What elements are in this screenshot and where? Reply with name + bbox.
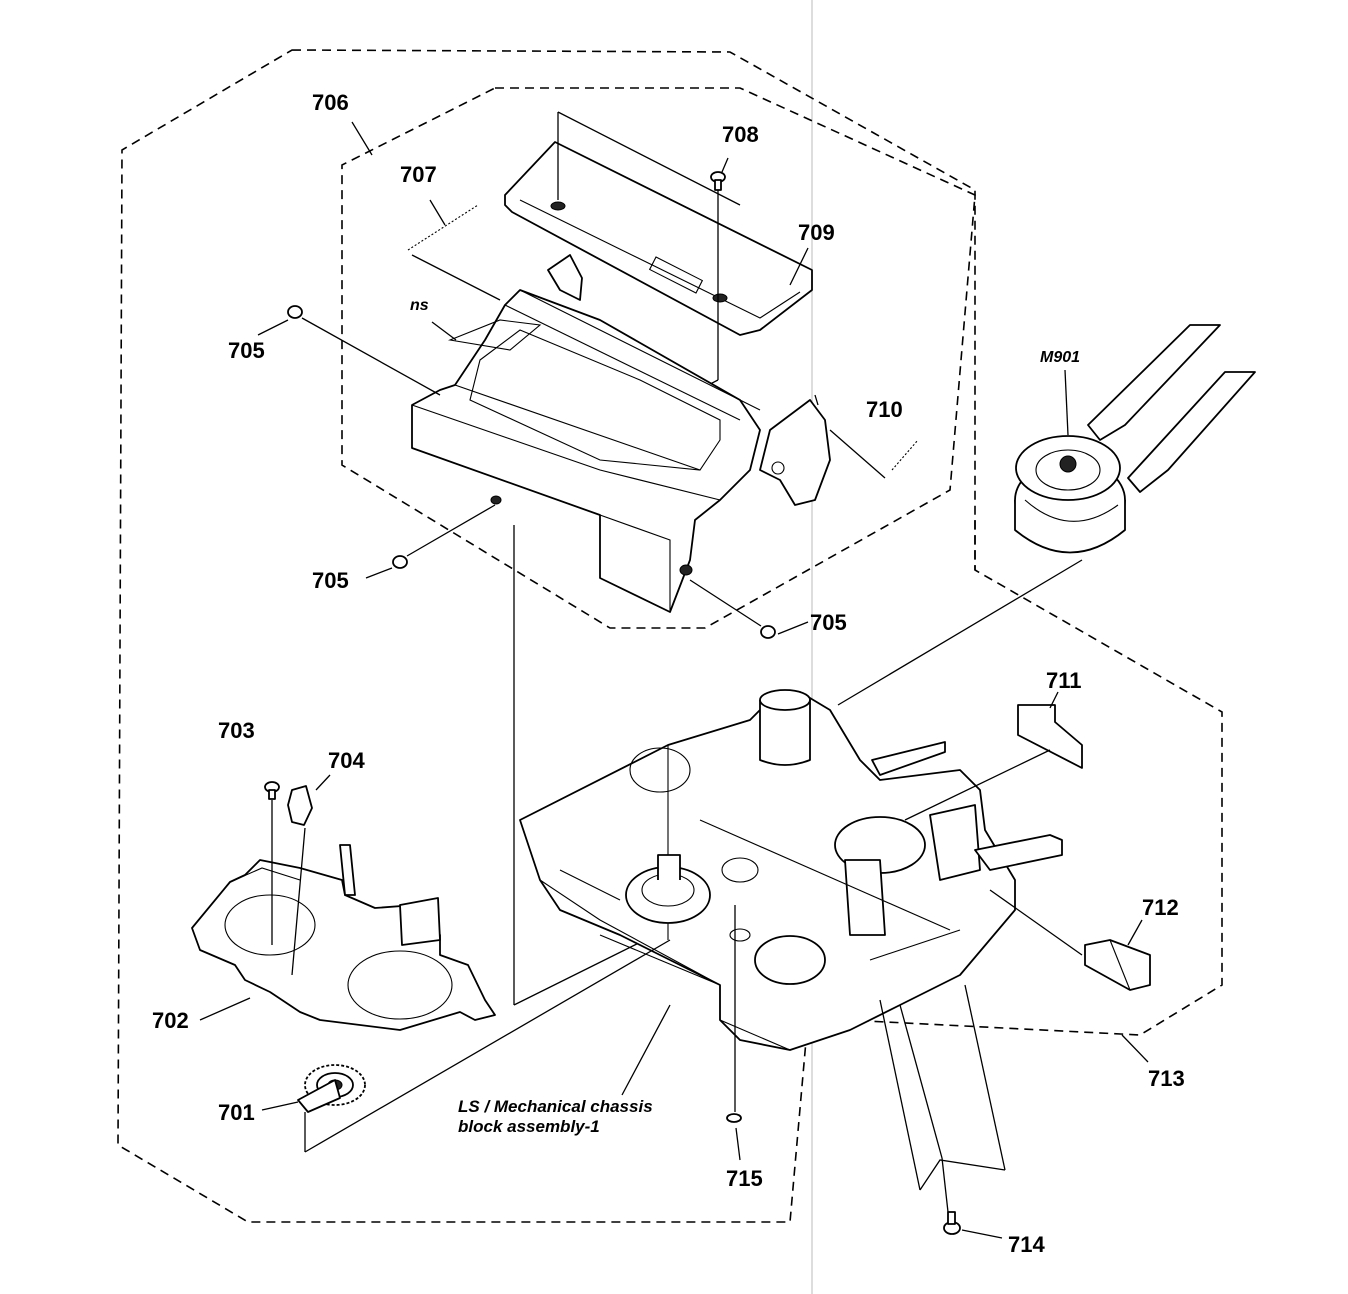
plate-702 [191, 844, 496, 1031]
label-705-top: 705 [228, 338, 265, 363]
label-708: 708 [722, 122, 759, 147]
label-710: 710 [866, 397, 903, 422]
leader-lines [199, 121, 1149, 1239]
label-704: 704 [328, 748, 365, 773]
label-705-mid: 705 [312, 568, 349, 593]
screw-705-mid [392, 504, 496, 569]
label-702: 702 [152, 1008, 189, 1033]
cassette-compartment-706 [411, 254, 831, 613]
screw-715 [726, 905, 742, 1123]
connector-712 [989, 889, 1151, 991]
label-705-bottom: 705 [810, 610, 847, 635]
label-709: 709 [798, 220, 835, 245]
flex-cable-right [974, 834, 1063, 871]
label-m901: M901 [1040, 349, 1080, 366]
label-706: 706 [312, 90, 349, 115]
lever-704 [287, 785, 313, 976]
label-703: 703 [218, 718, 255, 743]
label-714: 714 [1008, 1232, 1045, 1257]
caption-line-1: LS / Mechanical chassis [458, 1097, 653, 1116]
screw-714-guides [879, 984, 1006, 1213]
caption-line-2: block assembly-1 [458, 1117, 600, 1136]
spring-707 [407, 199, 501, 301]
inner-subassembly-boundary [341, 87, 976, 629]
label-711: 711 [1046, 668, 1082, 693]
gear-701 [297, 939, 671, 1153]
label-701: 701 [218, 1100, 255, 1125]
label-715: 715 [726, 1166, 763, 1191]
motor-m901 [837, 324, 1256, 706]
label-ns: ns [410, 297, 429, 314]
top-cover-709 [504, 111, 813, 336]
label-713: 713 [1148, 1066, 1185, 1091]
flex-cable-711 [871, 704, 1083, 821]
screw-703 [264, 781, 280, 945]
spring-710 [829, 429, 919, 479]
mechanical-chassis [519, 689, 1016, 1051]
label-712: 712 [1142, 895, 1179, 920]
screw-705-bottom [689, 579, 776, 639]
screw-714 [943, 1211, 961, 1235]
screw-705-top [287, 305, 441, 396]
label-707: 707 [400, 162, 437, 187]
